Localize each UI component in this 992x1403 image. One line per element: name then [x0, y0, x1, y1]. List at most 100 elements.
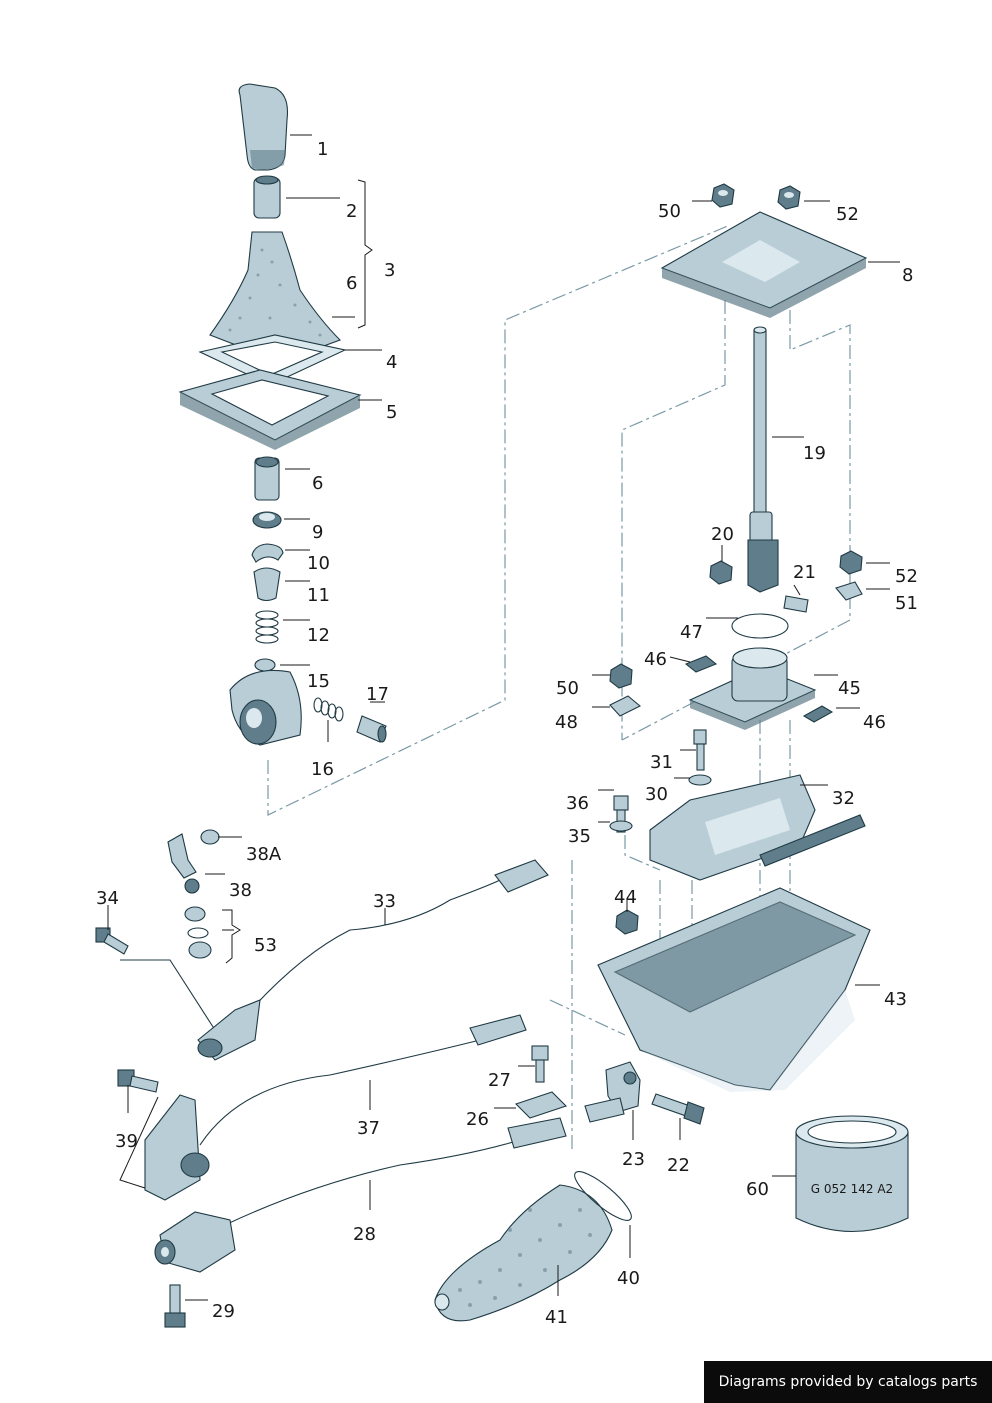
ring-9[interactable]	[252, 511, 282, 529]
label-38: 38	[229, 880, 252, 901]
label-12: 12	[307, 625, 330, 646]
label-51: 51	[895, 593, 918, 614]
label-45: 45	[838, 678, 861, 699]
label-6-bushing: 6	[312, 473, 323, 494]
label-1: 1	[317, 139, 328, 160]
footer-credit: Diagrams provided by catalogs parts	[704, 1361, 992, 1403]
label-2: 2	[346, 201, 357, 222]
label-9: 9	[312, 522, 323, 543]
cup-11[interactable]	[253, 567, 281, 602]
pin-17[interactable]	[356, 715, 387, 743]
label-53: 53	[254, 935, 277, 956]
washer-30[interactable]	[688, 774, 712, 786]
knob-sleeve-2[interactable]	[253, 175, 281, 219]
snap-ring-47[interactable]	[731, 613, 789, 639]
trim-frame-5[interactable]	[178, 369, 362, 450]
label-36: 36	[566, 793, 589, 814]
label-47: 47	[680, 622, 703, 643]
bolt-34[interactable]	[95, 927, 129, 955]
label-16: 16	[311, 759, 334, 780]
label-60: 60	[746, 1179, 769, 1200]
label-44: 44	[614, 887, 637, 908]
spring-16[interactable]	[313, 697, 344, 722]
shift-rod-19[interactable]	[747, 326, 779, 593]
shift-cable-28[interactable]	[224, 1117, 567, 1226]
nut-52-right[interactable]	[839, 550, 863, 575]
label-5: 5	[386, 402, 397, 423]
select-cable-33[interactable]	[120, 859, 549, 1061]
lever-housing-15[interactable]	[229, 658, 302, 746]
base-housing-43[interactable]	[597, 887, 871, 1092]
label-43: 43	[884, 989, 907, 1010]
nut-20[interactable]	[709, 560, 733, 585]
label-50-top: 50	[658, 201, 681, 222]
label-40: 40	[617, 1268, 640, 1289]
label-28: 28	[353, 1224, 376, 1245]
grease-tin-60[interactable]: G 052 142 A2	[795, 1115, 909, 1232]
clip-26[interactable]	[514, 1091, 568, 1119]
clip-46-bottom[interactable]	[802, 705, 834, 723]
lever-bracket-39[interactable]	[144, 1094, 210, 1201]
bolt-22[interactable]	[651, 1093, 705, 1125]
clip-10[interactable]	[251, 543, 284, 563]
label-6-boot: 6	[346, 273, 357, 294]
label-39: 39	[115, 1131, 138, 1152]
label-23: 23	[622, 1149, 645, 1170]
mounting-plate-8[interactable]	[660, 211, 868, 318]
o-ring-40[interactable]	[569, 1165, 637, 1227]
grommet-53[interactable]	[184, 906, 212, 959]
nut-50-top[interactable]	[711, 183, 735, 208]
label-34: 34	[96, 888, 119, 909]
label-52-right: 52	[895, 566, 918, 587]
bracket-32[interactable]	[649, 774, 866, 881]
label-52-top: 52	[836, 204, 859, 225]
bolt-31[interactable]	[693, 729, 707, 771]
label-27: 27	[488, 1070, 511, 1091]
label-19: 19	[803, 443, 826, 464]
label-30: 30	[645, 784, 668, 805]
spring-12[interactable]	[255, 610, 279, 644]
nut-50-left[interactable]	[609, 663, 633, 689]
selector-housing-45[interactable]	[688, 647, 817, 730]
nut-52-top[interactable]	[777, 185, 801, 210]
label-17: 17	[366, 684, 389, 705]
shift-cable-37[interactable]	[199, 1014, 527, 1146]
label-48: 48	[555, 712, 578, 733]
label-15: 15	[307, 671, 330, 692]
screw-29[interactable]	[164, 1284, 186, 1328]
shift-boot-6[interactable]	[209, 231, 341, 363]
label-20: 20	[711, 524, 734, 545]
nut-38A[interactable]	[200, 829, 220, 845]
label-31: 31	[650, 752, 673, 773]
bolt-27[interactable]	[531, 1045, 549, 1083]
pin-21[interactable]	[783, 595, 809, 613]
label-8: 8	[902, 265, 913, 286]
label-10: 10	[307, 553, 330, 574]
label-50-left: 50	[556, 678, 579, 699]
label-32: 32	[832, 788, 855, 809]
bracket-38[interactable]	[167, 833, 200, 894]
clip-51[interactable]	[835, 581, 863, 601]
clip-46-top[interactable]	[684, 655, 718, 673]
label-41: 41	[545, 1307, 568, 1328]
label-11: 11	[307, 585, 330, 606]
clip-48[interactable]	[609, 695, 641, 717]
shift-knob[interactable]	[238, 83, 289, 171]
part-number-stamp: G 052 142 A2	[811, 1182, 893, 1196]
coupling-28[interactable]	[154, 1211, 236, 1273]
lever-23[interactable]	[584, 1061, 641, 1123]
nut-44[interactable]	[615, 909, 639, 935]
washer-35[interactable]	[609, 820, 633, 832]
label-29: 29	[212, 1301, 235, 1322]
label-37: 37	[357, 1118, 380, 1139]
label-33: 33	[373, 891, 396, 912]
bolt-39[interactable]	[117, 1069, 159, 1093]
label-26: 26	[466, 1109, 489, 1130]
bushing-6[interactable]	[254, 456, 280, 501]
label-22: 22	[667, 1155, 690, 1176]
label-38A: 38A	[246, 844, 282, 865]
label-35: 35	[568, 826, 591, 847]
dust-boot-41[interactable]	[434, 1184, 613, 1322]
label-46-bottom: 46	[863, 712, 886, 733]
